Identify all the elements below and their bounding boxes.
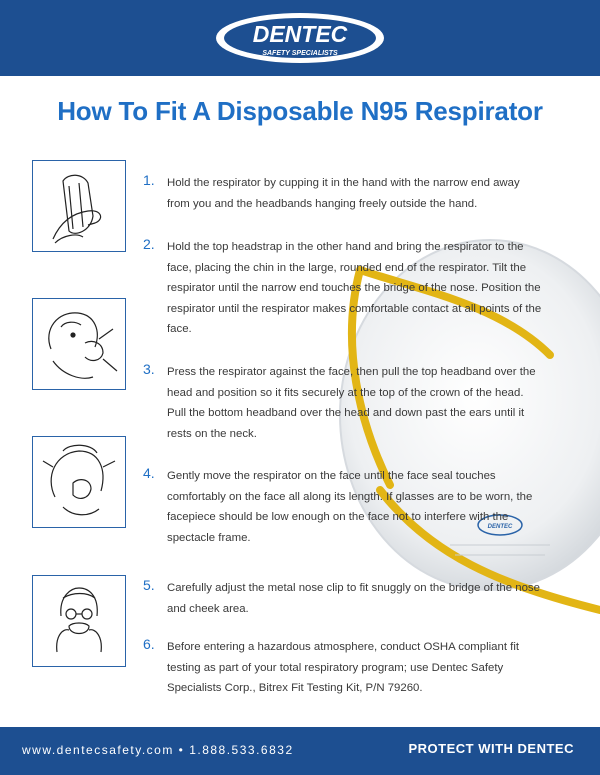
logo-subtitle: SAFETY SPECIALISTS xyxy=(262,50,338,57)
step-6-text: Before entering a hazardous atmosphere, … xyxy=(167,641,520,694)
step-1-text: Hold the respirator by cupping it in the… xyxy=(167,177,520,210)
step-4-number: 4. xyxy=(143,465,155,481)
step-6-number: 6. xyxy=(143,636,155,652)
respirator-mask-image: DENTEC xyxy=(339,239,600,614)
step-5: 5. Carefully adjust the metal nose clip … xyxy=(143,577,543,619)
step-3-illustration xyxy=(32,436,126,528)
step-2-text: Hold the top headstrap in the other hand… xyxy=(167,241,542,335)
step-4-5-illustration xyxy=(32,575,126,667)
svg-text:DENTEC: DENTEC xyxy=(488,524,513,530)
step-3-text: Press the respirator against the face, t… xyxy=(167,366,536,440)
footer-contact[interactable]: www.dentecsafety.com • 1.888.533.6832 xyxy=(22,743,294,757)
step-5-text: Carefully adjust the metal nose clip to … xyxy=(167,582,540,615)
step-4: 4. Gently move the respirator on the fac… xyxy=(143,465,543,548)
step-2: 2. Hold the top headstrap in the other h… xyxy=(143,236,543,340)
step-1-number: 1. xyxy=(143,172,155,188)
step-1: 1. Hold the respirator by cupping it in … xyxy=(143,172,543,214)
step-4-text: Gently move the respirator on the face u… xyxy=(167,470,533,544)
header-bar: DENTEC SAFETY SPECIALISTS xyxy=(0,0,600,76)
step-6: 6. Before entering a hazardous atmospher… xyxy=(143,636,543,699)
footer-bar: www.dentecsafety.com • 1.888.533.6832 PR… xyxy=(0,727,600,775)
step-2-illustration xyxy=(32,298,126,390)
step-5-number: 5. xyxy=(143,577,155,593)
dentec-logo: DENTEC SAFETY SPECIALISTS xyxy=(216,13,384,63)
step-3-number: 3. xyxy=(143,361,155,377)
footer-tagline: PROTECT WITH DENTEC xyxy=(408,741,574,756)
logo-wordmark: DENTEC xyxy=(253,21,348,47)
step-3: 3. Press the respirator against the face… xyxy=(143,361,543,444)
page-title: How To Fit A Disposable N95 Respirator xyxy=(57,96,543,126)
step-1-illustration xyxy=(32,160,126,252)
step-2-number: 2. xyxy=(143,236,155,252)
